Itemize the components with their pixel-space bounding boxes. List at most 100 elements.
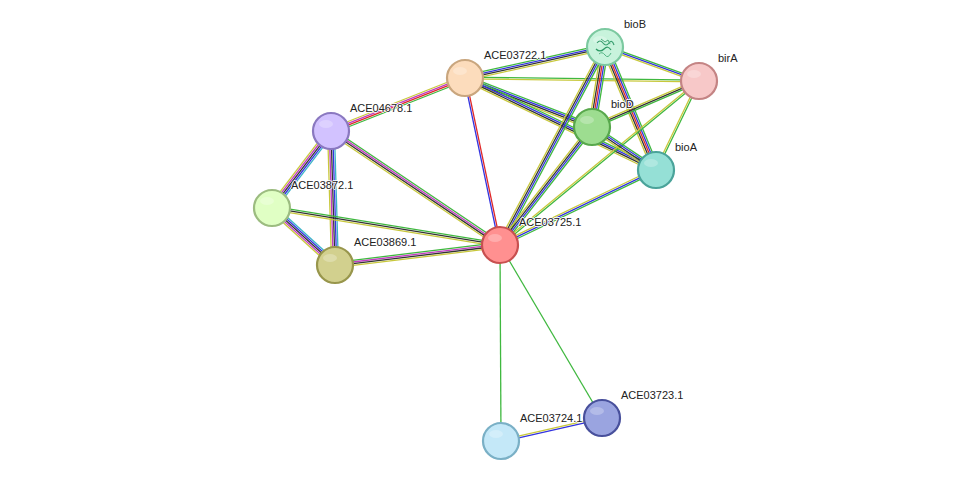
interaction-edge	[483, 77, 681, 81]
evidence-line	[347, 139, 486, 233]
evidence-line	[482, 84, 575, 120]
evidence-line	[284, 221, 320, 254]
evidence-line	[482, 48, 587, 71]
node-highlight	[260, 197, 274, 205]
protein-node: ACE03724.1	[483, 423, 519, 459]
protein-node: bioD	[574, 109, 610, 145]
evidence-line	[290, 209, 482, 240]
interaction-edge	[468, 95, 497, 227]
node-circle	[638, 152, 674, 188]
node-label: bioA	[675, 141, 697, 153]
node-circle	[681, 63, 717, 99]
protein-node: bioA	[638, 152, 674, 188]
evidence-line	[470, 95, 498, 227]
node-highlight	[580, 116, 594, 124]
protein-node: ACE03872.1	[254, 190, 290, 226]
node-highlight	[453, 67, 467, 75]
node-circle	[482, 227, 518, 263]
interaction-edge	[513, 92, 685, 234]
node-circle	[483, 423, 519, 459]
node-label: ACE03869.1	[354, 236, 416, 248]
evidence-line	[353, 248, 482, 264]
interaction-edge	[344, 139, 486, 237]
evidence-line	[347, 84, 448, 124]
node-circle	[572, 107, 612, 147]
node-circle	[679, 61, 719, 101]
evidence-line	[509, 261, 593, 403]
interaction-edge	[283, 218, 324, 256]
node-circle	[584, 400, 620, 436]
node-highlight	[488, 234, 502, 242]
evidence-line	[346, 140, 485, 234]
interaction-edge	[500, 263, 502, 423]
evidence-line	[516, 178, 640, 237]
evidence-line	[623, 52, 683, 74]
node-highlight	[590, 407, 604, 415]
evidence-line	[622, 53, 682, 75]
interaction-edge	[480, 84, 641, 165]
evidence-line	[514, 93, 685, 234]
evidence-line	[286, 219, 322, 252]
node-label: ACE04678.1	[350, 102, 412, 114]
evidence-line	[612, 64, 649, 154]
interaction-edge	[509, 140, 583, 233]
evidence-line	[483, 79, 681, 82]
node-label: ACE03723.1	[621, 389, 683, 401]
protein-node: ACE03869.1	[317, 247, 353, 283]
evidence-line	[607, 136, 641, 159]
evidence-line	[621, 55, 681, 77]
node-circle	[445, 58, 485, 98]
protein-node: ACE03723.1	[584, 400, 620, 436]
node-label: ACE03872.1	[291, 179, 353, 191]
evidence-line	[288, 218, 324, 251]
interaction-edge	[481, 82, 576, 123]
evidence-line	[285, 220, 321, 253]
evidence-line	[328, 149, 331, 247]
node-circle	[317, 247, 353, 283]
evidence-line	[608, 135, 642, 158]
node-circle	[585, 27, 625, 67]
node-circle	[481, 421, 521, 461]
node-highlight	[644, 159, 658, 167]
protein-node: ACE03725.1	[482, 227, 518, 263]
interaction-edge	[609, 62, 652, 154]
evidence-line	[512, 142, 582, 232]
evidence-line	[348, 85, 449, 125]
evidence-line	[353, 246, 482, 262]
node-circle	[311, 111, 351, 151]
node-label: ACE03725.1	[519, 216, 581, 228]
node-label: birA	[718, 52, 738, 64]
evidence-line	[606, 138, 640, 161]
node-highlight	[319, 120, 333, 128]
evidence-line	[517, 179, 641, 238]
protein-node: bioB	[587, 29, 623, 65]
node-label: bioB	[624, 18, 646, 30]
evidence-line	[468, 96, 496, 228]
node-circle	[252, 188, 292, 228]
evidence-line	[349, 87, 450, 127]
evidence-line	[609, 90, 683, 122]
node-label: bioD	[611, 98, 634, 110]
node-circle	[447, 60, 483, 96]
evidence-line	[347, 82, 448, 122]
node-circle	[480, 225, 520, 265]
node-circle	[636, 150, 676, 190]
protein-node: birA	[681, 63, 717, 99]
interaction-edge	[509, 261, 593, 403]
interaction-edge	[347, 82, 449, 127]
interaction-edge	[506, 62, 599, 231]
evidence-line	[593, 64, 600, 108]
evidence-line	[606, 139, 640, 162]
protein-node: ACE04678.1	[313, 113, 349, 149]
interaction-edge	[621, 52, 682, 77]
node-circle	[587, 29, 623, 65]
interaction-edge	[328, 149, 338, 247]
evidence-line	[482, 84, 641, 160]
evidence-line	[595, 65, 602, 109]
node-highlight	[593, 36, 607, 44]
evidence-line	[515, 176, 639, 235]
evidence-line	[481, 85, 574, 121]
evidence-line	[609, 88, 683, 120]
protein-node: ACE03722.1	[447, 60, 483, 96]
